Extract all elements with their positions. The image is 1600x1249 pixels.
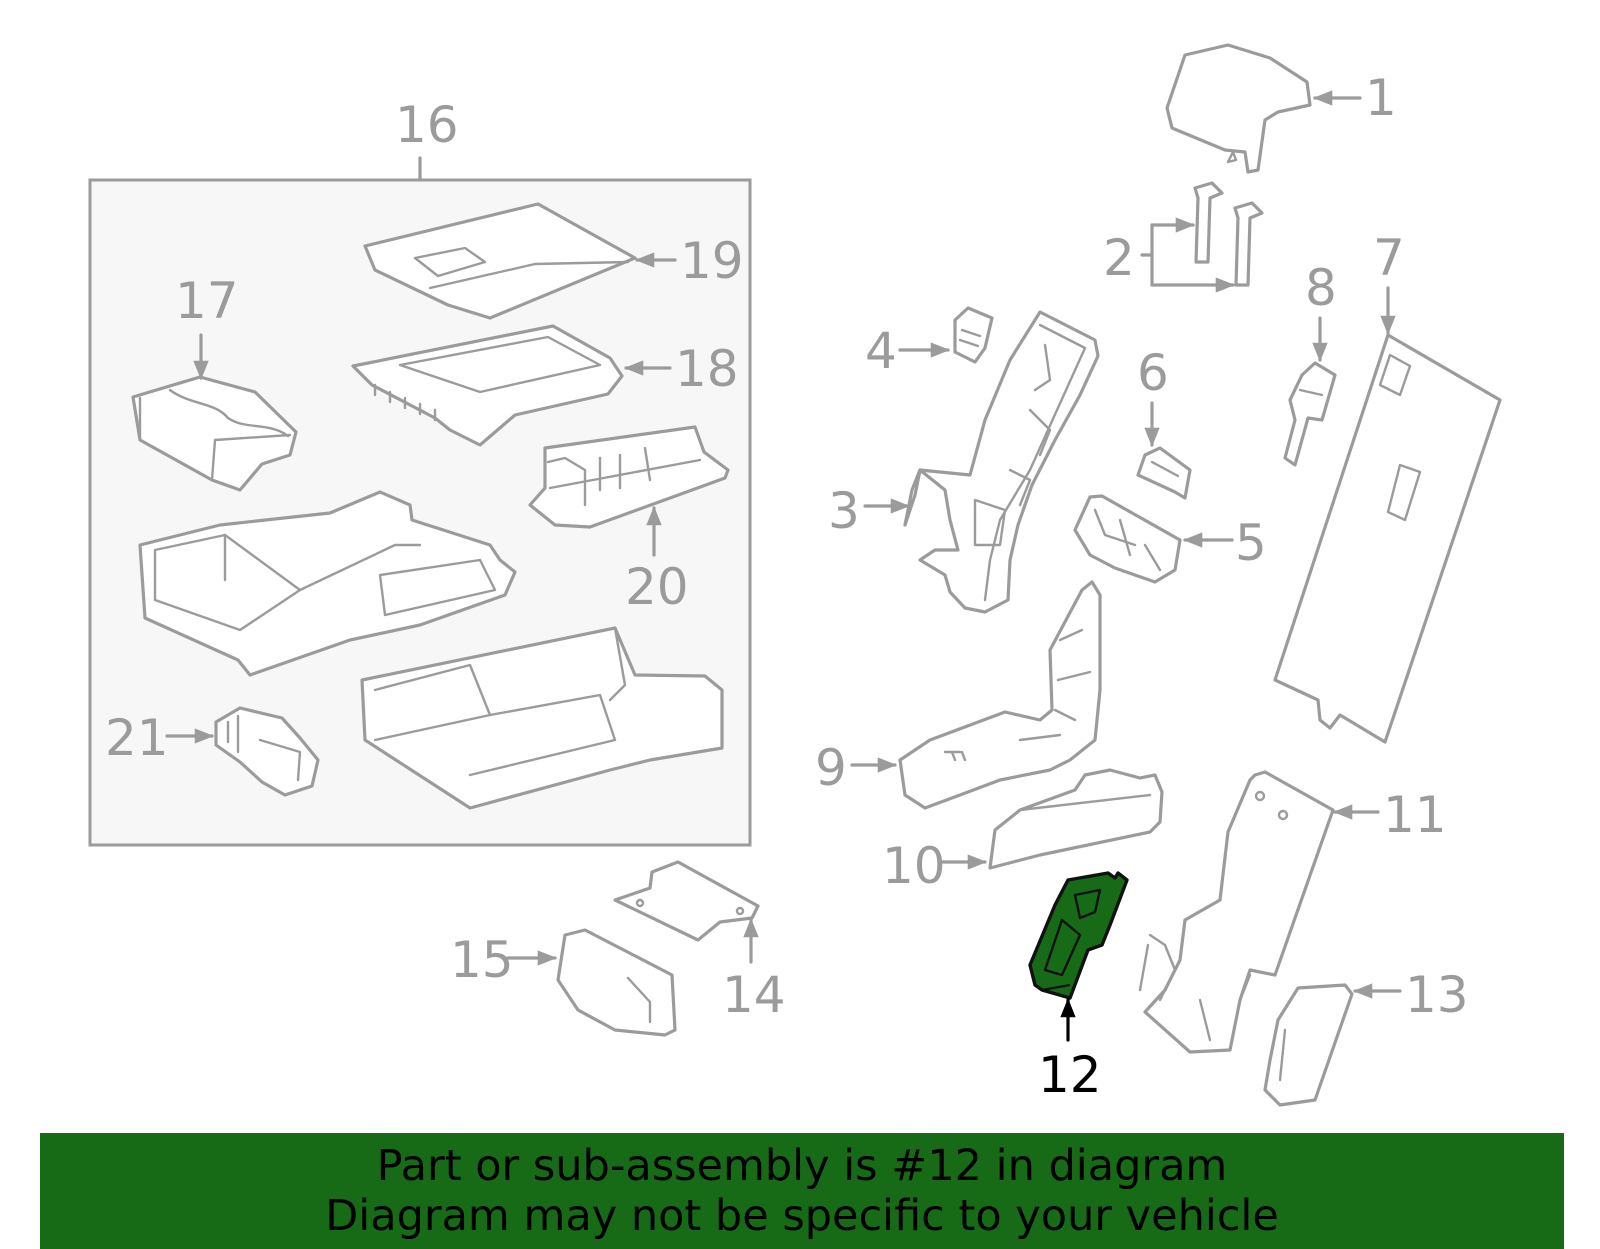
callout-1: 1 (1365, 69, 1397, 127)
part-21 (214, 706, 320, 797)
callout-20: 20 (625, 558, 689, 616)
callout-15: 15 (450, 931, 514, 989)
banner-line-2: Diagram may not be specific to your vehi… (325, 1191, 1279, 1241)
callout-5: 5 (1235, 514, 1267, 572)
part-11 (1138, 770, 1335, 1054)
part-10 (988, 768, 1164, 870)
callout-8: 8 (1305, 259, 1337, 317)
callout-14: 14 (722, 966, 786, 1024)
part-4 (953, 306, 994, 364)
callout-3: 3 (828, 482, 860, 540)
part-8 (1283, 361, 1337, 467)
callout-16: 16 (395, 96, 459, 154)
part-lower-box (360, 626, 724, 810)
part-17 (131, 375, 298, 492)
callout-13: 13 (1405, 966, 1469, 1024)
callout-21: 21 (105, 709, 169, 767)
part-13 (1263, 983, 1354, 1107)
callout-2: 2 (1103, 229, 1135, 287)
part-console-frame (138, 490, 517, 677)
part-20 (528, 425, 730, 529)
part-5 (1073, 494, 1182, 584)
part-15 (556, 928, 677, 1037)
part-19 (363, 202, 637, 320)
part-2 (1193, 181, 1264, 287)
callout-11: 11 (1383, 786, 1447, 844)
callout-18: 18 (675, 340, 739, 398)
callout-9: 9 (815, 739, 847, 797)
part-7 (1273, 333, 1502, 744)
callout-19: 19 (680, 232, 744, 290)
part-3 (903, 310, 1100, 614)
part-6 (1136, 446, 1192, 500)
info-banner: Part or sub-assembly is #12 in diagram D… (40, 1133, 1564, 1249)
part-14 (613, 860, 760, 942)
callout-4: 4 (865, 322, 897, 380)
callout-12: 12 (1038, 1046, 1102, 1104)
part-18 (351, 324, 624, 447)
banner-line-1: Part or sub-assembly is #12 in diagram (376, 1141, 1228, 1191)
callout-6: 6 (1137, 344, 1169, 402)
callout-10: 10 (882, 837, 946, 895)
callout-17: 17 (175, 272, 239, 330)
part-12-highlighted[interactable] (1028, 871, 1129, 1000)
callout-7: 7 (1373, 229, 1405, 287)
part-1 (1165, 43, 1312, 174)
part-9 (898, 580, 1102, 810)
